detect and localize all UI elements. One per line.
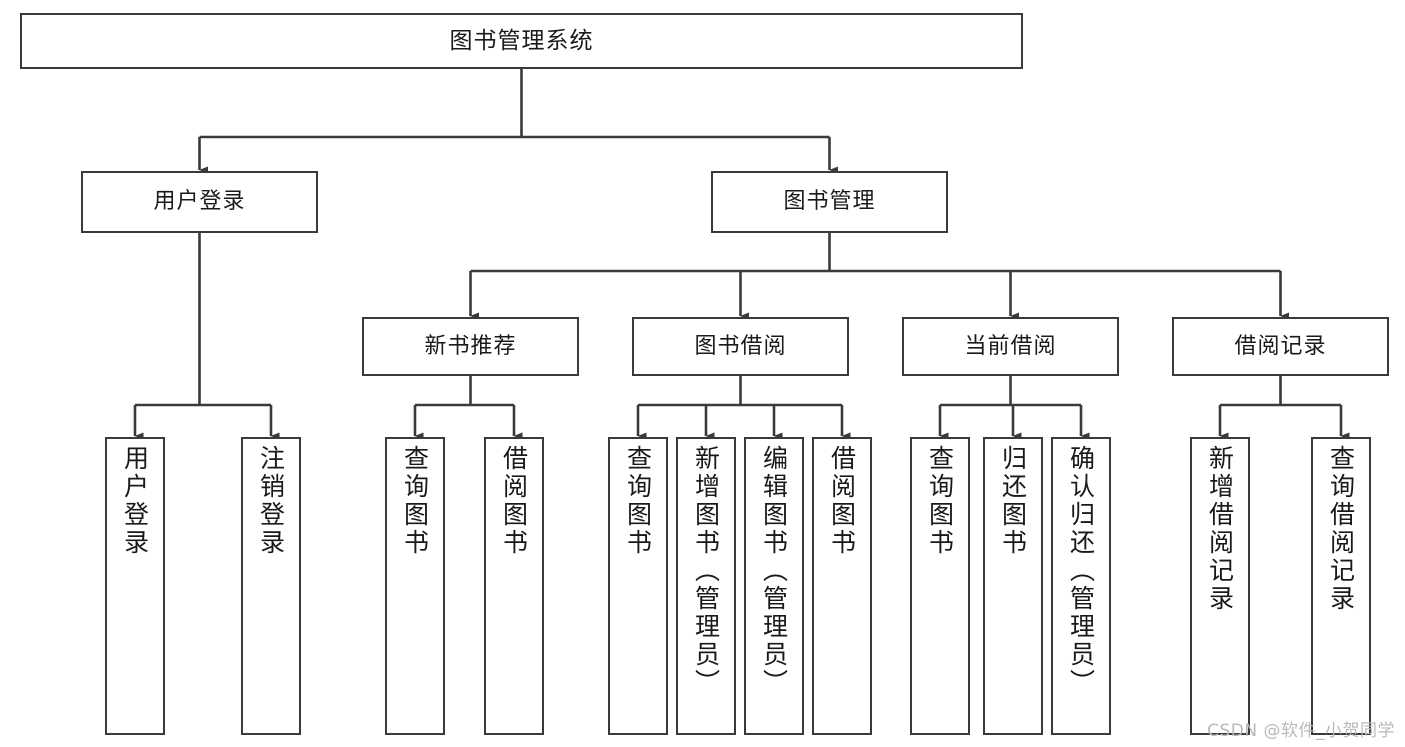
node-label-leaf-logout: 注销登录 [256,445,286,557]
node-book-manage[interactable]: 图书管理 [711,171,948,233]
node-leaf-cb-return[interactable]: 归还图书 [983,437,1043,735]
node-label-leaf-cb-confirm: 确认归还（管理员） [1066,445,1096,697]
node-leaf-bb-borrow[interactable]: 借阅图书 [812,437,872,735]
node-label-leaf-rec-borrow: 借阅图书 [499,445,529,557]
node-label-leaf-rec-query: 查询图书 [400,445,430,557]
node-label-leaf-br-query: 查询借阅记录 [1326,445,1356,613]
node-new-book-rec[interactable]: 新书推荐 [362,317,579,376]
node-book-borrow[interactable]: 图书借阅 [632,317,849,376]
node-leaf-br-query[interactable]: 查询借阅记录 [1311,437,1371,735]
node-leaf-logout[interactable]: 注销登录 [241,437,301,735]
node-leaf-br-add[interactable]: 新增借阅记录 [1190,437,1250,735]
node-label-root: 图书管理系统 [449,27,594,54]
node-label-leaf-bb-add: 新增图书（管理员） [691,445,721,697]
node-leaf-cb-query[interactable]: 查询图书 [910,437,970,735]
node-label-borrow-record: 借阅记录 [1234,333,1327,359]
node-label-leaf-cb-return: 归还图书 [998,445,1028,557]
node-label-leaf-cb-query: 查询图书 [925,445,955,557]
node-leaf-rec-query[interactable]: 查询图书 [385,437,445,735]
node-label-user-login: 用户登录 [153,189,246,215]
node-label-leaf-user-login: 用户登录 [120,445,150,557]
node-leaf-bb-add[interactable]: 新增图书（管理员） [676,437,736,735]
node-label-book-manage: 图书管理 [783,189,876,215]
node-label-current-borrow: 当前借阅 [964,333,1057,359]
node-leaf-user-login[interactable]: 用户登录 [105,437,165,735]
node-current-borrow[interactable]: 当前借阅 [902,317,1119,376]
node-label-book-borrow: 图书借阅 [694,333,787,359]
node-leaf-bb-query[interactable]: 查询图书 [608,437,668,735]
node-borrow-record[interactable]: 借阅记录 [1172,317,1389,376]
node-root[interactable]: 图书管理系统 [20,13,1023,69]
node-leaf-bb-edit[interactable]: 编辑图书（管理员） [744,437,804,735]
node-label-leaf-br-add: 新增借阅记录 [1205,445,1235,613]
node-label-leaf-bb-query: 查询图书 [623,445,653,557]
node-label-leaf-bb-borrow: 借阅图书 [827,445,857,557]
node-label-new-book-rec: 新书推荐 [424,333,517,359]
node-leaf-cb-confirm[interactable]: 确认归还（管理员） [1051,437,1111,735]
csdn-watermark: CSDN @软件_小贺同学 [1207,721,1395,741]
node-user-login[interactable]: 用户登录 [81,171,318,233]
node-label-leaf-bb-edit: 编辑图书（管理员） [759,445,789,697]
node-leaf-rec-borrow[interactable]: 借阅图书 [484,437,544,735]
